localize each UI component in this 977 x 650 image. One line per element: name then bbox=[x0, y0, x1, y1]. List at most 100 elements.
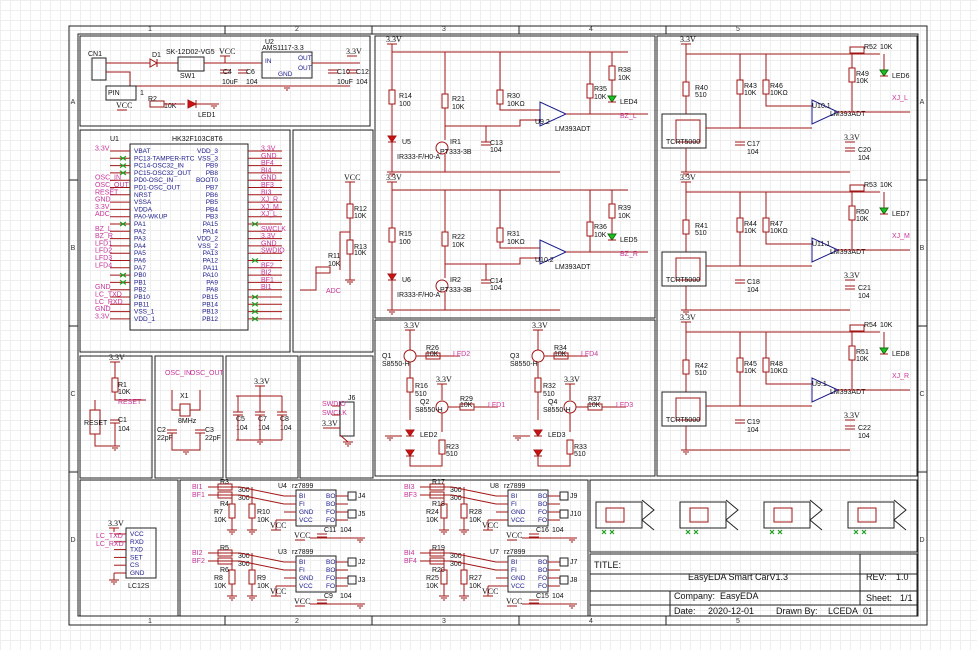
ruler-row-label: C bbox=[919, 391, 924, 398]
motor-connector bbox=[559, 509, 569, 519]
res bbox=[849, 184, 865, 192]
power-label: 3.3V bbox=[844, 271, 860, 280]
motor-res-value: 300 bbox=[238, 495, 250, 502]
led-label: LED2 bbox=[420, 432, 438, 439]
motor-ic-label: U3 bbox=[278, 549, 287, 556]
schematic-title: EasyEDA Smart CarV1.3 bbox=[688, 572, 788, 582]
comparator bbox=[811, 99, 840, 125]
r21 bbox=[441, 93, 449, 109]
power-label: VCC bbox=[506, 531, 522, 540]
mcu-left-pin: PA3 bbox=[134, 236, 146, 243]
xj-comparator-part: LM393ADT bbox=[830, 111, 866, 118]
led-res-label: R33 bbox=[574, 444, 587, 451]
section-led-drivers bbox=[374, 319, 656, 477]
mcu-right-pin: PB5 bbox=[206, 199, 219, 206]
xj-res-label: R40 bbox=[695, 85, 708, 92]
ir-emitter-part: IR333-F/H0-A bbox=[397, 292, 441, 299]
xj-led-label: LED6 bbox=[892, 73, 910, 80]
footprint-mark bbox=[777, 529, 783, 535]
motor-ic-label: U4 bbox=[278, 483, 287, 490]
xj-cap-value: 104 bbox=[747, 287, 759, 294]
base-res-value: 10K bbox=[588, 402, 601, 409]
motor-pull-label: R27 bbox=[469, 575, 482, 582]
switch-part: SK-12D02-VG5 bbox=[166, 49, 215, 56]
red-led bbox=[405, 449, 415, 457]
footprint-mark bbox=[769, 529, 775, 535]
mcu-body bbox=[129, 143, 249, 331]
motor-ic-pin: FO bbox=[538, 509, 547, 516]
r1-value: 10K bbox=[118, 389, 131, 396]
mcu-left-pin: PB10 bbox=[134, 294, 150, 301]
mcu-right-pin: PB7 bbox=[206, 185, 219, 192]
led-res-value: 510 bbox=[446, 451, 458, 458]
r2-label: R2 bbox=[148, 96, 157, 103]
c10-label: C10 bbox=[337, 69, 350, 76]
ir-led-res-val: 100 bbox=[399, 239, 411, 246]
mcu-left-pin: PB0 bbox=[134, 272, 147, 279]
pin-label: PIN bbox=[108, 90, 120, 97]
power-label: 3.3V bbox=[844, 133, 860, 142]
mcu-left-net: OSC_IN bbox=[95, 175, 121, 182]
led-res-value: 510 bbox=[543, 391, 555, 398]
xj-res-label: R51 bbox=[856, 349, 869, 356]
res bbox=[682, 81, 690, 97]
xj-cap-value: 104 bbox=[858, 155, 870, 162]
sw1-label: SW1 bbox=[180, 73, 195, 80]
motor-pull-value: 10K bbox=[257, 583, 270, 590]
motor-ic-pin: VCC bbox=[299, 583, 313, 590]
ruler-col-label: 4 bbox=[589, 26, 593, 33]
xj-res-value: 10K bbox=[856, 78, 869, 85]
mcu-left-pin: PA0-WKUP bbox=[134, 214, 167, 221]
xj-cap-label: C21 bbox=[858, 285, 871, 292]
reset-key-label: RESET bbox=[84, 420, 108, 427]
motor-ic-pin: FO bbox=[538, 575, 547, 582]
mcu-right-pin: PA11 bbox=[203, 265, 218, 272]
xj-comparator-label: U11.1 bbox=[812, 241, 830, 248]
section-mcu bbox=[79, 129, 291, 353]
wire bbox=[391, 182, 628, 191]
footprint-mark bbox=[601, 529, 607, 535]
power-label: VCC bbox=[506, 597, 522, 606]
lc12s-pin: SET bbox=[130, 554, 143, 561]
wire bbox=[486, 119, 540, 127]
motor-ic-part: rz7899 bbox=[504, 549, 526, 556]
mcu-left-pin: PC13-TAMPER-RTC bbox=[134, 155, 195, 162]
ir-emitter bbox=[387, 273, 397, 281]
res bbox=[429, 549, 445, 557]
power-label: VCC bbox=[219, 47, 235, 56]
footprint-edge bbox=[641, 499, 655, 531]
res bbox=[736, 357, 744, 373]
u2-regulator bbox=[261, 51, 313, 79]
mcu-right-pin: VDD_2 bbox=[197, 236, 218, 243]
r30 bbox=[496, 89, 504, 105]
motor-ic-pin: FO bbox=[326, 517, 335, 524]
wire bbox=[566, 98, 591, 115]
mcu-right-pin: PA10 bbox=[203, 272, 219, 279]
c3-label: C3 bbox=[205, 427, 214, 434]
nc-mark bbox=[119, 155, 127, 161]
ir-emitter-label: U5 bbox=[402, 139, 411, 146]
led-res-val: 10K bbox=[618, 75, 631, 82]
wire bbox=[739, 372, 800, 407]
motor-ic-pin: VCC bbox=[511, 583, 525, 590]
motor-cap-label: C11 bbox=[324, 527, 336, 534]
section-oscillator bbox=[154, 355, 224, 479]
xj-comparator-part: LM393ADT bbox=[830, 249, 866, 256]
xj-res-value: 10K bbox=[880, 322, 893, 329]
c6-label: C6 bbox=[246, 69, 255, 76]
led-drive-net: LFD2 bbox=[453, 351, 470, 358]
power-label: VCC bbox=[482, 521, 498, 530]
res bbox=[848, 345, 856, 361]
res bbox=[682, 219, 690, 235]
motor-cap-value: 104 bbox=[340, 527, 352, 534]
rz7899-body bbox=[295, 489, 337, 527]
r15 bbox=[388, 227, 396, 243]
mcu-left-pin: PB2 bbox=[134, 287, 147, 294]
motor-connector-label: J4 bbox=[358, 493, 366, 500]
xj-res-value: 10K bbox=[880, 44, 893, 51]
out-res: R35 bbox=[594, 86, 607, 93]
xj-cap-label: C17 bbox=[747, 141, 760, 148]
xj-cap-value: 104 bbox=[747, 427, 759, 434]
tcrt5000-body bbox=[675, 119, 701, 143]
ir-led-res: R15 bbox=[399, 231, 412, 238]
